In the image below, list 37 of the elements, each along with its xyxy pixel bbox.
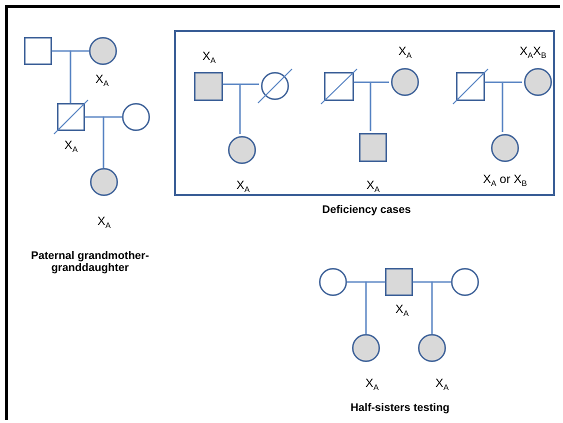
genotype-label: X$_{A}$ [435, 376, 449, 392]
female-affected-symbol [228, 136, 256, 164]
group-title: Deficiency cases [322, 204, 411, 216]
female-affected-symbol [89, 37, 117, 65]
genotype-label: X$_{A}$ [395, 302, 409, 318]
female-affected-symbol [418, 334, 446, 362]
pedigree-line [102, 116, 122, 168]
genotype-label: X$_{A}$ [366, 178, 380, 194]
pedigree-line [70, 50, 89, 103]
genotype-label: X$_{A}$ [398, 44, 412, 60]
female-affected-symbol [90, 168, 118, 196]
genotype-label: X$_{A}$ [97, 214, 111, 230]
genotype-label: X$_{A}$ [95, 72, 109, 88]
pedigree-line [239, 84, 259, 134]
genotype-label: X$_{A}$X$_{B}$ [520, 44, 546, 60]
female-affected-symbol [524, 68, 552, 96]
genotype-label: X$_{A}$ or X$_{B}$ [482, 172, 528, 188]
pedigree-line [370, 82, 389, 131]
female-symbol [451, 268, 479, 296]
female-affected-symbol [490, 134, 518, 162]
pedigree-caption: Half-sisters testing [349, 402, 451, 414]
genotype-label: X$_{A}$ [365, 376, 379, 392]
female-symbol [319, 268, 347, 296]
genotype-label: X$_{A}$ [202, 48, 216, 66]
pedigree-caption: Paternal grandmother-granddaughter [30, 250, 150, 274]
genotype-label: X$_{A}$ [236, 178, 250, 194]
male-affected-symbol [385, 268, 413, 296]
female-affected-symbol [391, 68, 419, 96]
genotype-label: X$_{A}$ [64, 138, 78, 154]
pedigree-line [365, 281, 385, 334]
female-affected-symbol [352, 334, 380, 362]
male-affected-symbol [194, 72, 223, 101]
pedigree-line [502, 82, 522, 132]
pedigree-line [431, 281, 451, 334]
female-symbol [122, 103, 150, 131]
male-affected-symbol [359, 133, 387, 162]
male-symbol [24, 37, 52, 65]
